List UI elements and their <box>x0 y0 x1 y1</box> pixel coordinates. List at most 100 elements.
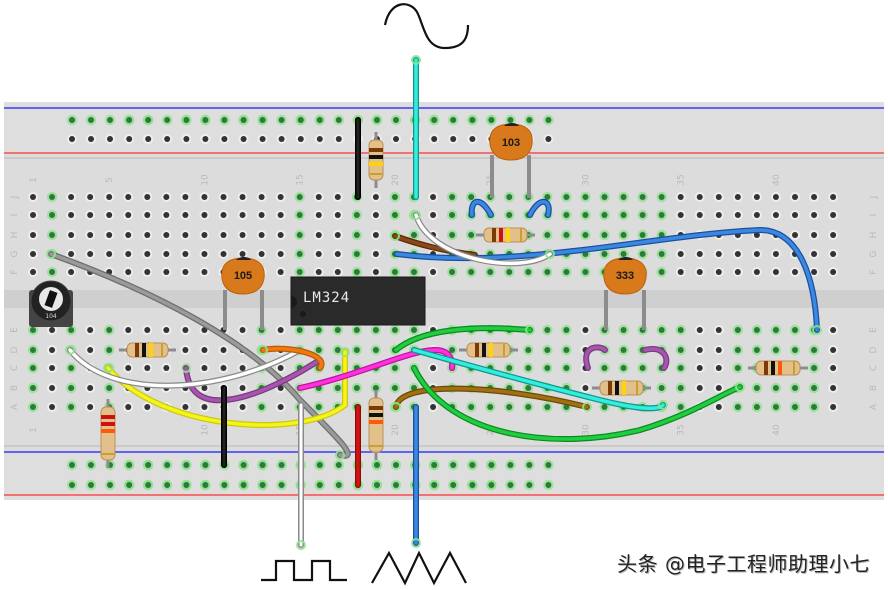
hole[interactable] <box>790 230 800 240</box>
hole-connected[interactable] <box>408 324 420 336</box>
hole[interactable] <box>257 134 268 144</box>
hole[interactable] <box>47 383 58 393</box>
hole[interactable] <box>256 210 267 220</box>
hole-connected[interactable] <box>46 209 58 221</box>
hole-connected[interactable] <box>333 459 344 471</box>
hole[interactable] <box>828 230 839 240</box>
hole-connected[interactable] <box>276 479 287 491</box>
hole-connected[interactable] <box>238 114 249 126</box>
hole-connected[interactable] <box>656 191 667 203</box>
hole[interactable] <box>199 345 210 355</box>
hole-connected[interactable] <box>389 324 401 336</box>
hole-connected[interactable] <box>314 114 325 126</box>
hole-connected[interactable] <box>104 114 116 126</box>
hole[interactable] <box>66 210 77 220</box>
hole[interactable] <box>828 210 839 220</box>
hole-connected[interactable] <box>66 114 78 126</box>
wire-endpoint[interactable] <box>411 210 421 220</box>
hole-connected[interactable] <box>332 362 343 374</box>
hole[interactable] <box>237 383 248 393</box>
hole-connected[interactable] <box>104 344 115 356</box>
wire-endpoint[interactable] <box>103 363 113 373</box>
hole-connected[interactable] <box>333 114 344 126</box>
hole[interactable] <box>828 192 839 202</box>
hole-connected[interactable] <box>751 344 763 356</box>
hole[interactable] <box>713 363 724 373</box>
hole-connected[interactable] <box>314 479 325 491</box>
hole-connected[interactable] <box>332 382 343 394</box>
hole[interactable] <box>123 267 134 277</box>
hole[interactable] <box>237 230 248 240</box>
hole[interactable] <box>732 210 743 220</box>
hole[interactable] <box>47 402 58 412</box>
hole-connected[interactable] <box>389 209 401 221</box>
hole[interactable] <box>85 192 96 202</box>
hole[interactable] <box>47 325 58 335</box>
hole[interactable] <box>181 134 192 144</box>
hole-connected[interactable] <box>523 362 534 374</box>
wire-endpoint[interactable] <box>340 347 350 357</box>
wire-endpoint[interactable] <box>812 325 822 335</box>
hole-connected[interactable] <box>637 248 648 260</box>
hole-connected[interactable] <box>542 266 553 278</box>
hole[interactable] <box>809 267 820 277</box>
hole-connected[interactable] <box>504 401 515 413</box>
hole[interactable] <box>161 325 172 335</box>
hole-connected[interactable] <box>618 191 629 203</box>
hole[interactable] <box>28 210 38 220</box>
wire-endpoint[interactable] <box>525 325 535 335</box>
hole[interactable] <box>66 192 77 202</box>
hole[interactable] <box>256 249 267 259</box>
hole[interactable] <box>142 402 153 412</box>
hole-connected[interactable] <box>505 114 516 126</box>
hole-connected[interactable] <box>162 479 173 491</box>
hole-connected[interactable] <box>542 229 553 241</box>
hole-connected[interactable] <box>351 248 363 260</box>
hole[interactable] <box>123 402 134 412</box>
hole-connected[interactable] <box>524 479 535 491</box>
hole-connected[interactable] <box>200 114 211 126</box>
hole[interactable] <box>104 249 115 259</box>
hole-connected[interactable] <box>27 324 39 336</box>
wire-endpoint[interactable] <box>391 402 401 412</box>
hole[interactable] <box>713 210 724 220</box>
hole-connected[interactable] <box>294 266 305 278</box>
hole-connected[interactable] <box>561 266 572 278</box>
hole[interactable] <box>828 383 839 393</box>
hole-connected[interactable] <box>143 459 154 471</box>
hole-connected[interactable] <box>162 114 173 126</box>
hole[interactable] <box>751 267 762 277</box>
hole-connected[interactable] <box>561 191 572 203</box>
capacitor-105[interactable]: 105 <box>221 257 265 330</box>
hole-connected[interactable] <box>294 324 305 336</box>
hole[interactable] <box>428 363 439 373</box>
hole[interactable] <box>713 192 724 202</box>
hole-connected[interactable] <box>561 209 572 221</box>
hole[interactable] <box>732 249 743 259</box>
wire-endpoint[interactable] <box>181 363 191 373</box>
wire-endpoint[interactable] <box>335 450 345 460</box>
hole-connected[interactable] <box>238 459 249 471</box>
hole[interactable] <box>790 267 800 277</box>
hole-connected[interactable] <box>808 382 820 394</box>
hole[interactable] <box>237 325 248 335</box>
hole-connected[interactable] <box>448 479 459 491</box>
hole-connected[interactable] <box>467 114 478 126</box>
hole[interactable] <box>370 230 381 240</box>
hole-connected[interactable] <box>65 362 77 374</box>
hole[interactable] <box>694 345 705 355</box>
hole[interactable] <box>713 383 724 393</box>
hole-connected[interactable] <box>104 382 115 394</box>
hole[interactable] <box>124 134 135 144</box>
hole[interactable] <box>694 383 705 393</box>
hole[interactable] <box>694 249 705 259</box>
hole[interactable] <box>751 249 762 259</box>
hole-connected[interactable] <box>543 479 554 491</box>
hole[interactable] <box>142 230 153 240</box>
hole[interactable] <box>180 230 191 240</box>
hole-connected[interactable] <box>467 459 478 471</box>
wire-endpoint[interactable] <box>296 540 306 550</box>
hole-connected[interactable] <box>732 324 744 336</box>
hole[interactable] <box>675 267 686 277</box>
hole[interactable] <box>142 192 153 202</box>
